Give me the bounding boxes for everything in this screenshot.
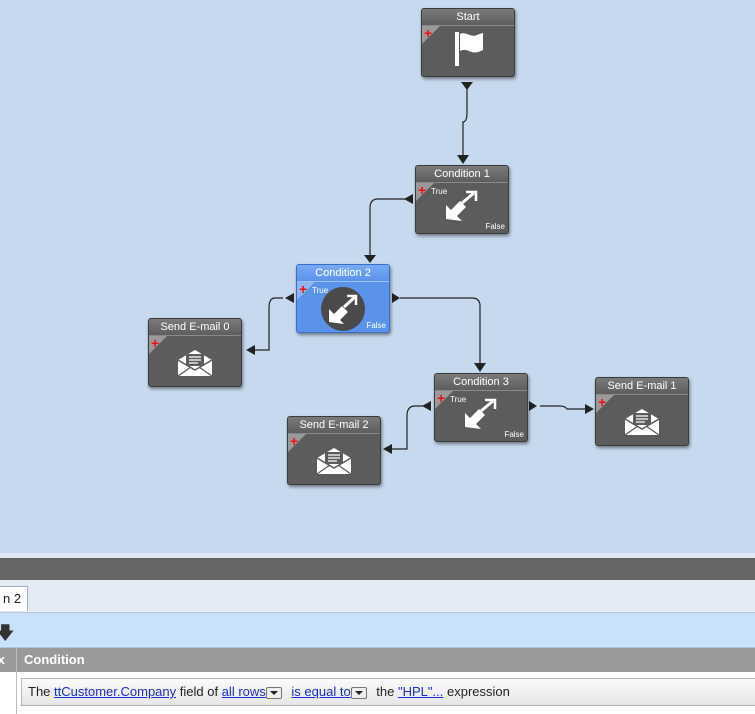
envelope-icon: [624, 409, 660, 436]
column-header-ix[interactable]: ix: [0, 648, 17, 672]
connection-lines: [246, 82, 594, 454]
start-node[interactable]: Start +: [421, 8, 515, 77]
toolbar: 🡇: [0, 613, 755, 648]
node-title: Condition 2: [297, 265, 389, 282]
add-icon[interactable]: +: [290, 433, 299, 449]
condition-text: field of: [179, 684, 219, 699]
grid-header: ix Condition: [0, 648, 755, 672]
condition-arrows-icon: [446, 190, 478, 221]
panel-splitter[interactable]: [0, 553, 755, 558]
operator-link[interactable]: is equal to: [291, 684, 351, 699]
condition-text: expression: [446, 684, 510, 699]
node-title: Condition 1: [416, 166, 508, 183]
row-prefix-cell: [0, 672, 17, 714]
send-email-1-node[interactable]: Send E-mail 1 +: [595, 377, 689, 446]
panel-header-bar: [0, 558, 755, 580]
condition-arrows-icon: [321, 287, 365, 331]
condition-3-node[interactable]: Condition 3 + True False: [434, 373, 528, 442]
add-icon[interactable]: +: [299, 281, 308, 297]
condition-expression[interactable]: The ttCustomer.Company field of all rows…: [21, 678, 755, 706]
workflow-canvas[interactable]: Start + Condition 1 + True False Conditi…: [0, 0, 755, 553]
envelope-icon: [316, 448, 352, 475]
dropdown-arrow-icon[interactable]: [265, 686, 282, 699]
true-label: True: [450, 395, 467, 404]
condition-text: The: [28, 684, 51, 699]
envelope-icon: [177, 350, 213, 377]
column-header-condition[interactable]: Condition: [24, 652, 85, 667]
tab-strip: n 2: [0, 580, 755, 613]
dropdown-arrow-icon[interactable]: [350, 686, 367, 699]
value-link[interactable]: "HPL"...: [398, 684, 444, 699]
node-title: Condition 3: [435, 374, 527, 391]
node-title: Send E-mail 2: [288, 417, 380, 434]
add-icon[interactable]: +: [437, 390, 446, 406]
node-title: Start: [422, 9, 514, 26]
false-label: False: [485, 222, 505, 231]
flag-icon: [455, 32, 483, 66]
condition-2-node[interactable]: Condition 2 + True False: [296, 264, 390, 333]
condition-1-node[interactable]: Condition 1 + True False: [415, 165, 509, 234]
down-arrow-icon[interactable]: 🡇: [0, 623, 15, 643]
table-row[interactable]: The ttCustomer.Company field of all rows…: [0, 672, 755, 714]
condition-arrows-icon: [465, 398, 497, 429]
true-label: True: [312, 286, 329, 295]
field-link[interactable]: ttCustomer.Company: [54, 684, 177, 699]
add-icon[interactable]: +: [151, 335, 160, 351]
node-title: Send E-mail 1: [596, 378, 688, 395]
false-label: False: [366, 321, 386, 330]
send-email-0-node[interactable]: Send E-mail 0 +: [148, 318, 242, 387]
true-label: True: [431, 187, 448, 196]
add-icon[interactable]: +: [424, 25, 433, 41]
send-email-2-node[interactable]: Send E-mail 2 +: [287, 416, 381, 485]
tab-condition-2[interactable]: n 2: [0, 586, 29, 611]
condition-text: the: [376, 684, 395, 699]
add-icon[interactable]: +: [418, 182, 427, 198]
add-icon[interactable]: +: [598, 394, 607, 410]
rows-link[interactable]: all rows: [221, 684, 266, 699]
node-title: Send E-mail 0: [149, 319, 241, 336]
false-label: False: [504, 430, 524, 439]
